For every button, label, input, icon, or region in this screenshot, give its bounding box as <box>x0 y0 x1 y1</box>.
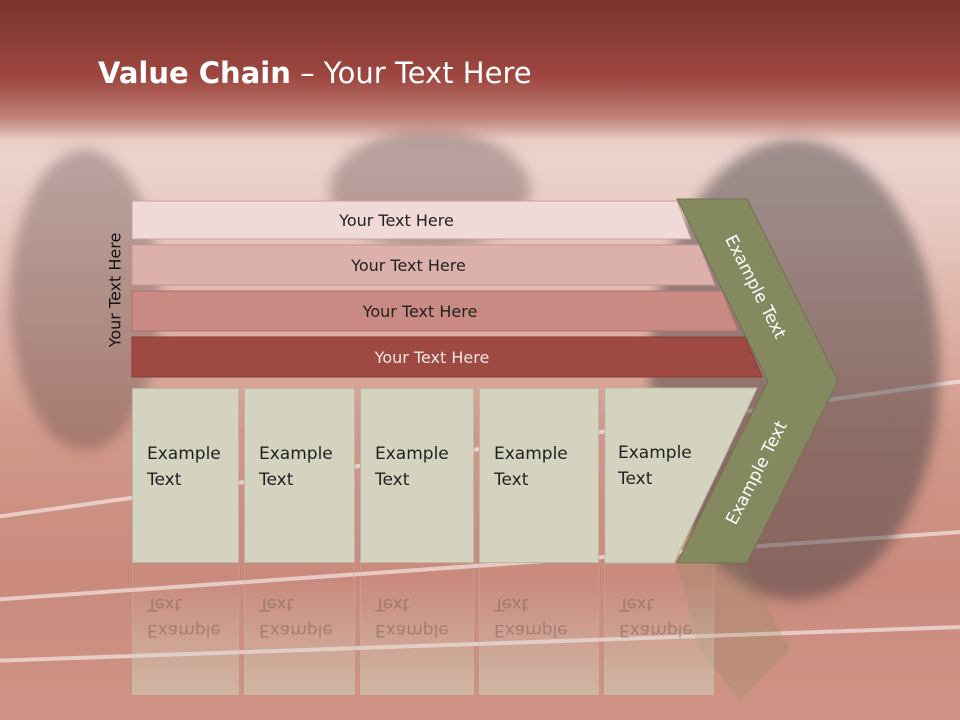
row-3-label: Your Text Here <box>362 301 478 321</box>
box-reflection: Example Text <box>244 565 355 695</box>
title-rest: – Your Text Here <box>290 56 532 90</box>
box-reflection: Example Text <box>604 565 714 695</box>
box-shape-5 <box>604 387 758 564</box>
box-reflection: Example Text <box>479 565 599 695</box>
reflection-text: Text <box>619 594 654 614</box>
slide-title: Value Chain – Your Text Here <box>98 56 532 90</box>
reflection-text: Example <box>375 620 449 640</box>
box-1-line2: Text <box>147 470 182 490</box>
box-reflection: Example Text <box>132 565 239 695</box>
reflection-text: Text <box>259 594 294 614</box>
reflection-text: Text <box>375 594 410 614</box>
row-shape-2 <box>131 244 716 286</box>
row-shape-1 <box>131 200 692 240</box>
box-reflection: Example Text <box>360 565 474 695</box>
chevron-arrow <box>676 198 839 564</box>
reflection-text: Text <box>147 594 182 614</box>
title-bar <box>0 0 960 140</box>
title-bold: Value Chain <box>98 56 291 90</box>
reflection-text: Text <box>494 594 529 614</box>
row-4-label: Your Text Here <box>374 347 490 367</box>
reflection-text: Example <box>619 620 693 640</box>
box-4-line2: Text <box>494 470 529 490</box>
reflection-text: Example <box>147 620 221 640</box>
box-5-line1: Example <box>618 443 692 463</box>
box-1-line1: Example <box>147 444 221 464</box>
reflection-text: Example <box>494 620 568 640</box>
reflection-text: Example <box>259 620 333 640</box>
row-shape-4 <box>131 336 763 378</box>
row-2: Your Text Here <box>132 246 715 284</box>
box-2-line1: Example <box>259 444 333 464</box>
box-3-line1: Example <box>375 444 449 464</box>
box-2-line2: Text <box>259 470 294 490</box>
box-4-line1: Example <box>494 444 568 464</box>
row-2-label: Your Text Here <box>351 255 466 275</box>
row-3: Your Text Here <box>132 292 738 330</box>
row-1-label: Your Text Here <box>339 210 454 230</box>
row-shape-3 <box>131 290 739 332</box>
box-5-line2: Text <box>618 469 653 489</box>
row-1: Your Text Here <box>132 201 691 239</box>
row-4: Your Text Here <box>132 338 762 376</box>
box-3-line2: Text <box>375 470 410 490</box>
